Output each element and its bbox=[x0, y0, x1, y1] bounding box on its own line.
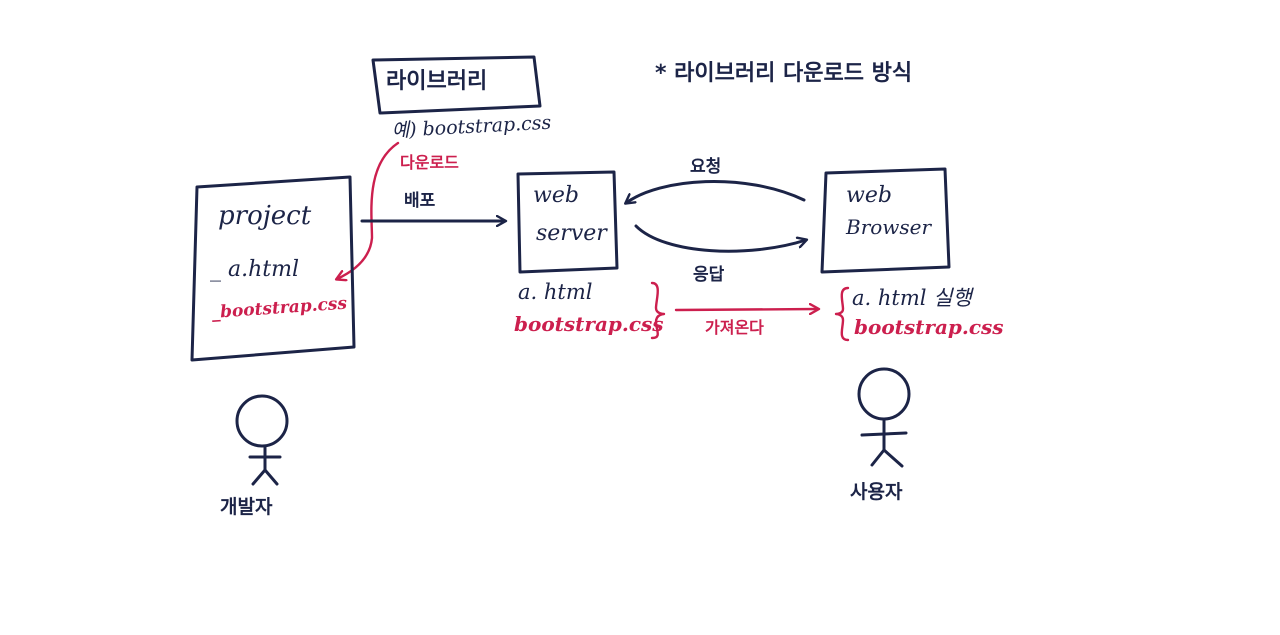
download-curve bbox=[337, 141, 400, 279]
request-label: 요청 bbox=[690, 156, 721, 177]
server-files-brace bbox=[650, 281, 666, 340]
web-browser-line2: Browser bbox=[845, 215, 933, 239]
developer-figure bbox=[235, 394, 289, 486]
web-server-file-html: a. html bbox=[518, 280, 592, 304]
user-label: 사용자 bbox=[850, 481, 903, 503]
developer-label: 개발자 bbox=[220, 496, 273, 518]
response-arrow bbox=[634, 224, 806, 253]
web-server-line1: web bbox=[533, 183, 579, 208]
project-label: project bbox=[218, 201, 312, 231]
web-browser-box: web Browser bbox=[820, 167, 951, 274]
response-label: 응답 bbox=[693, 265, 725, 285]
web-server-file-css: bootstrap.css bbox=[514, 312, 664, 336]
user-figure bbox=[857, 367, 911, 468]
library-label: 라이브러리 bbox=[386, 69, 487, 94]
library-example: 예) bootstrap.css bbox=[391, 112, 552, 142]
deploy-label: 배포 bbox=[404, 191, 436, 211]
web-browser-line1: web bbox=[846, 183, 892, 208]
project-file-css: _bootstrap.css bbox=[211, 294, 348, 323]
browser-file-html: a. html 실행 bbox=[852, 286, 974, 310]
library-box: 라이브러리 bbox=[371, 55, 542, 115]
browser-files-brace bbox=[834, 286, 850, 342]
download-label: 다운로드 bbox=[400, 153, 459, 172]
request-arrow bbox=[626, 180, 806, 203]
fetch-label: 가져온다 bbox=[705, 318, 764, 337]
fetch-arrow bbox=[674, 309, 818, 310]
project-file-html: _ a.html bbox=[210, 257, 299, 282]
project-box: project _ a.html _bootstrap.css bbox=[190, 175, 356, 362]
web-server-line2: server bbox=[536, 221, 608, 246]
diagram-title: * 라이브러리 다운로드 방식 bbox=[655, 61, 912, 86]
browser-file-css: bootstrap.css bbox=[854, 315, 1004, 339]
web-server-box: web server bbox=[516, 170, 619, 274]
